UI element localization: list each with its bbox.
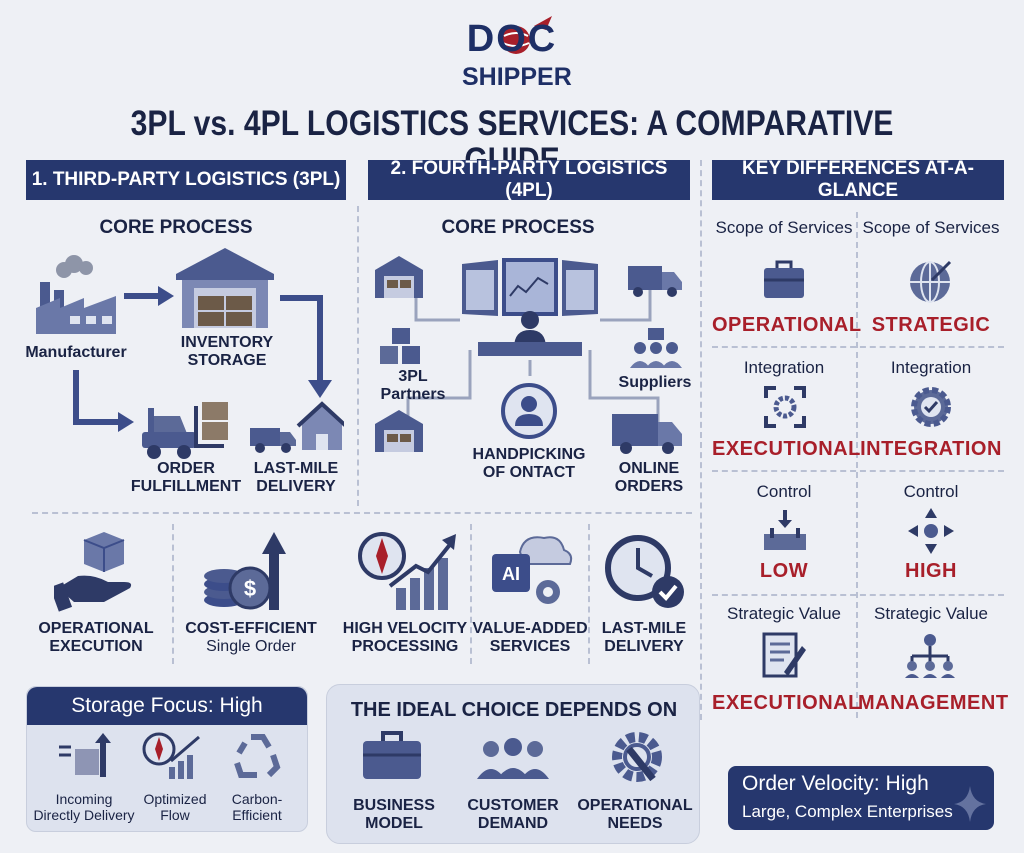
kd-value-strategic-4pl: MANAGEMENT xyxy=(858,692,1009,714)
kd-label-scope-4pl: Scope of Services xyxy=(862,218,1000,237)
section-heading-3pl: 1. THIRD-PARTY LOGISTICS (3PL) xyxy=(26,160,346,200)
suppliers-label: Suppliers xyxy=(618,374,692,391)
kd-value-integration-3pl: EXECUTIONAL xyxy=(712,438,861,460)
sparkle-icon xyxy=(954,786,986,822)
arrow-down-icon xyxy=(276,292,340,400)
warehouse-small-icon xyxy=(374,408,424,454)
org-chart-icon xyxy=(904,632,956,680)
clock-check-icon xyxy=(604,532,688,612)
truck-icon xyxy=(626,262,684,298)
core-process-label-3pl: CORE PROCESS xyxy=(99,217,253,238)
divider xyxy=(470,524,472,664)
ai-cloud-gear-icon: AI xyxy=(484,530,574,612)
boxes-icon xyxy=(378,326,424,366)
globe-target-icon xyxy=(906,258,954,304)
arrow-right-icon xyxy=(124,284,174,308)
divider xyxy=(172,524,174,664)
kd-value-integration-4pl: INTEGRATION xyxy=(860,438,1002,460)
warehouse-small-icon xyxy=(374,254,424,300)
divider xyxy=(700,160,702,720)
svg-text:AI: AI xyxy=(502,564,520,584)
forklift-icon xyxy=(140,396,232,460)
coins-growth-icon: $ xyxy=(200,530,296,612)
kd-value-scope-3pl: OPERATIONAL xyxy=(712,314,862,336)
gear-check-icon xyxy=(908,384,954,430)
directional-arrows-icon xyxy=(906,506,956,556)
section-heading-key-differences: KEY DIFFERENCES AT-A-GLANCE xyxy=(712,158,1004,201)
divider xyxy=(712,346,1004,348)
kd-value-scope-4pl: STRATEGIC xyxy=(871,314,991,336)
incoming-delivery-icon xyxy=(57,733,113,779)
briefcase-icon xyxy=(361,731,423,781)
document-pen-icon xyxy=(762,632,808,680)
kd-label-strategic-4pl: Strategic Value xyxy=(873,604,989,623)
kd-label-control-4pl: Control xyxy=(903,482,959,501)
kd-label-integration-3pl: Integration xyxy=(743,358,825,377)
section-heading-4pl: 2. FOURTH-PARTY LOGISTICS (4PL) xyxy=(368,158,690,201)
person-contact-icon xyxy=(500,382,558,440)
divider xyxy=(856,212,858,718)
recycle-icon xyxy=(231,731,283,781)
divider xyxy=(588,524,590,664)
manufacturer-label: Manufacturer xyxy=(25,344,127,361)
kd-value-control-3pl: LOW xyxy=(759,560,809,582)
inventory-storage-label: INVENTORY STORAGE xyxy=(180,334,274,369)
doc-shipper-logo: DOC SHIPPER xyxy=(462,12,572,96)
divider xyxy=(712,470,1004,472)
gear-wrench-icon xyxy=(607,729,667,789)
kd-label-control-3pl: Control xyxy=(756,482,812,501)
divider xyxy=(712,594,1004,596)
arrow-down-right-icon xyxy=(70,370,136,436)
customers-icon xyxy=(475,737,551,781)
kd-label-strategic-3pl: Strategic Value xyxy=(726,604,842,623)
kd-value-strategic-3pl: EXECUTIONAL xyxy=(712,692,861,714)
logo-text-doc: DOC xyxy=(466,18,558,60)
logo-globe-icon xyxy=(502,16,552,54)
core-process-label-4pl: CORE PROCESS xyxy=(441,217,595,238)
control-panel-icon xyxy=(762,508,808,554)
kd-label-scope-3pl: Scope of Services xyxy=(715,218,853,237)
briefcase-icon xyxy=(762,260,806,300)
factory-icon xyxy=(30,254,122,338)
delivery-truck-icon xyxy=(610,412,684,456)
carbon-efficient: Carbon-Efficient xyxy=(231,791,283,824)
page-title: 3PL vs. 4PL LOGISTICS SERVICES: A COMPAR… xyxy=(130,104,894,178)
order-velocity-subtitle: Large, Complex Enterprises xyxy=(742,802,953,821)
ideal-choice-title: THE IDEAL CHOICE DEPENDS ON xyxy=(350,699,678,721)
hand-box-icon xyxy=(54,530,140,612)
control-center-icon xyxy=(458,256,602,360)
kd-label-integration-4pl: Integration xyxy=(890,358,972,377)
divider xyxy=(32,512,692,514)
gear-cycle-icon xyxy=(762,384,808,430)
storage-focus-title: Storage Focus: High xyxy=(27,687,307,725)
warehouse-icon xyxy=(174,244,276,330)
optimized-flow-icon xyxy=(141,731,203,781)
3pl-partners-label: 3PL Partners xyxy=(380,368,446,403)
compass-chart-icon xyxy=(356,530,460,612)
order-velocity-panel: Order Velocity: High Large, Complex Ente… xyxy=(728,766,994,830)
order-velocity-title: Order Velocity: High xyxy=(742,772,929,795)
logo-text-shipper: SHIPPER xyxy=(462,63,572,91)
delivery-house-icon xyxy=(248,400,344,456)
divider xyxy=(357,206,359,506)
svg-text:$: $ xyxy=(244,576,256,601)
suppliers-icon xyxy=(628,326,684,370)
kd-value-control-4pl: HIGH xyxy=(905,560,957,582)
